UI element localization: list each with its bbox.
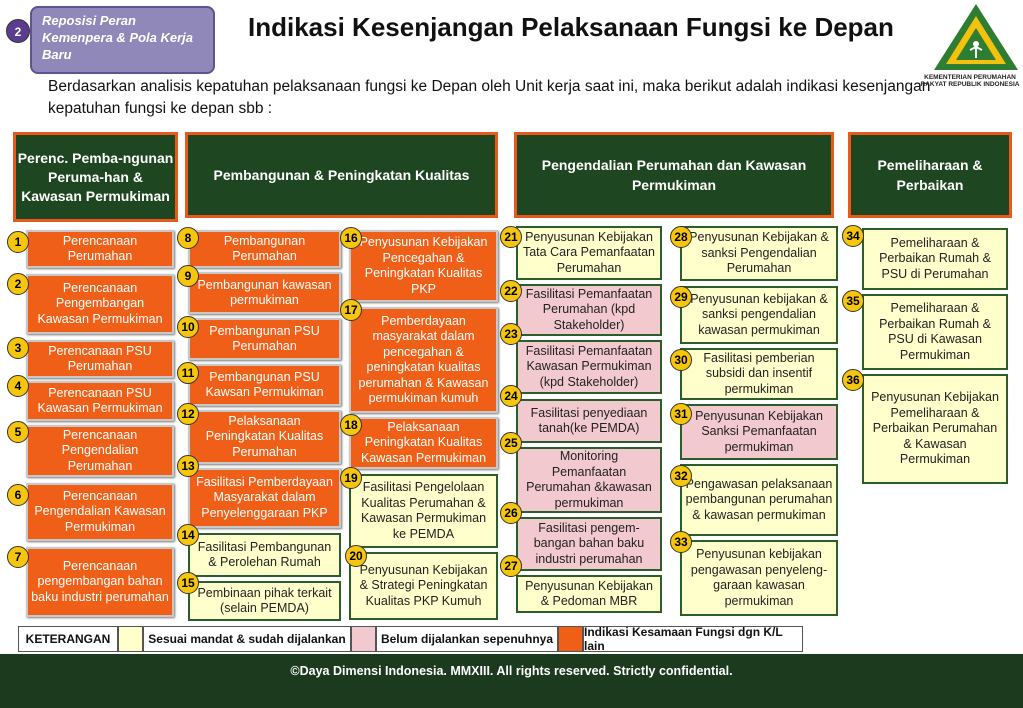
item-number: 1: [7, 231, 29, 253]
item-box: Penyusunan kebijakan & sanksi pengendali…: [680, 286, 838, 344]
item-number: 12: [177, 403, 199, 425]
item-number: 10: [177, 316, 199, 338]
item-number: 36: [842, 369, 864, 391]
section-tab: Reposisi Peran Kemenpera & Pola Kerja Ba…: [30, 6, 215, 74]
item-number: 29: [670, 286, 692, 308]
item-box: Pembangunan PSU Perumahan: [188, 318, 341, 360]
item-box: Perencanaan PSU Perumahan: [26, 340, 174, 378]
item-box: Fasilitasi pengem-bangan bahan baku indu…: [516, 517, 662, 571]
item-box: Perencanaan Perumahan: [26, 230, 174, 268]
item-number: 6: [7, 484, 29, 506]
item-number: 24: [500, 385, 522, 407]
legend-label-yellow: Sesuai mandat & sudah dijalankan: [143, 626, 351, 652]
item-number: 15: [177, 572, 199, 594]
legend-title: KETERANGAN: [18, 626, 118, 652]
item-box: Fasilitasi penyediaan tanah(ke PEMDA): [516, 399, 662, 443]
item-box: Perencanaan pengembangan bahan baku indu…: [26, 547, 174, 617]
legend-swatch-orange: [558, 626, 583, 652]
header-pembangunan: Pembangunan & Peningkatan Kualitas: [185, 132, 498, 218]
header-perencanaan: Perenc. Pemba-ngunan Peruma-han & Kawasa…: [13, 132, 178, 222]
legend-label-orange: Indikasi Kesamaan Fungsi dgn K/L lain: [583, 625, 803, 653]
item-number: 32: [670, 465, 692, 487]
item-box: Fasilitasi Pengelolaan Kualitas Perumaha…: [349, 474, 498, 548]
item-number: 27: [500, 555, 522, 577]
item-number: 23: [500, 323, 522, 345]
item-box: Fasilitasi Pembangunan & Perolehan Rumah: [188, 533, 341, 577]
item-box: Pelaksanaan Peningkatan Kualitas Kawasan…: [349, 417, 498, 469]
item-number: 3: [7, 337, 29, 359]
item-box: Monitoring Pemanfaatan Perumahan &kawasa…: [516, 447, 662, 513]
section-number-badge: 2: [6, 19, 30, 43]
item-box: Penyusunan Kebijakan & Strategi Peningka…: [349, 552, 498, 620]
item-box: Perencanaan Pengendalian Kawasan Permuki…: [26, 483, 174, 541]
legend-label-pink: Belum dijalankan sepenuhnya: [376, 626, 558, 652]
item-box: Pembangunan PSU Kawsan Permukiman: [188, 364, 341, 406]
item-number: 25: [500, 432, 522, 454]
item-box: Pembangunan Perumahan: [188, 230, 341, 268]
item-box: Perencanaan Pengembangan Kawasan Permuki…: [26, 274, 174, 334]
item-number: 2: [7, 273, 29, 295]
item-number: 5: [7, 421, 29, 443]
item-number: 31: [670, 403, 692, 425]
item-number: 33: [670, 531, 692, 553]
item-box: Penyusunan Kebijakan & Pedoman MBR: [516, 575, 662, 613]
item-number: 19: [340, 467, 362, 489]
item-box: Fasilitasi Pemberdayaan Masyarakat dalam…: [188, 468, 341, 528]
item-box: Fasilitasi pemberian subsidi dan insenti…: [680, 348, 838, 400]
header-pengendalian: Pengendalian Perumahan dan Kawasan Permu…: [514, 132, 834, 218]
item-number: 26: [500, 502, 522, 524]
item-box: Penyusunan kebijakan pengawasan penyelen…: [680, 540, 838, 616]
item-number: 14: [177, 524, 199, 546]
intro-text: Berdasarkan analisis kepatuhan pelaksana…: [48, 78, 931, 117]
item-box: Perencanaan Pengendalian Perumahan: [26, 425, 174, 477]
header-pemeliharaan: Pemeliharaan & Perbaikan: [848, 132, 1012, 218]
item-number: 13: [177, 455, 199, 477]
item-number: 8: [177, 227, 199, 249]
kemenpera-logo-icon: [934, 4, 1018, 70]
item-box: Penyusunan Kebijakan Tata Cara Pemanfaat…: [516, 226, 662, 280]
item-box: Pembangunan kawasan permukiman: [188, 272, 341, 314]
item-box: Perencanaan PSU Kawasan Permukiman: [26, 381, 174, 421]
item-number: 28: [670, 226, 692, 248]
item-box: Fasilitasi Pemanfaatan Perumahan (kpd St…: [516, 284, 662, 336]
item-box: Pembinaan pihak terkait (selain PEMDA): [188, 581, 341, 621]
item-number: 7: [7, 546, 29, 568]
logo-text: KEMENTERIAN PERUMAHAN RAKYAT REPUBLIK IN…: [920, 74, 1020, 88]
item-number: 21: [500, 226, 522, 248]
item-number: 18: [340, 414, 362, 436]
item-box: Penyusunan Kebijakan Sanksi Pemanfaatan …: [680, 404, 838, 460]
item-number: 22: [500, 280, 522, 302]
item-number: 9: [177, 265, 199, 287]
item-box: Pemeliharaan & Perbaikan Rumah & PSU di …: [862, 228, 1008, 290]
item-box: Pengawasan pelaksanaan pembangunan perum…: [680, 464, 838, 536]
legend-swatch-pink: [351, 626, 376, 652]
item-number: 4: [7, 375, 29, 397]
item-box: Penyusunan Kebijakan & sanksi Pengendali…: [680, 226, 838, 281]
item-number: 35: [842, 290, 864, 312]
item-box: Penyusunan Kebijakan Pencegahan & Pening…: [349, 230, 498, 302]
legend-swatch-yellow: [118, 626, 143, 652]
item-box: Fasilitasi Pemanfaatan Kawasan Permukima…: [516, 340, 662, 394]
item-number: 17: [340, 299, 362, 321]
item-box: Pelaksanaan Peningkatan Kualitas Perumah…: [188, 410, 341, 464]
item-box: Penyusunan Kebijakan Pemeliharaan & Perb…: [862, 374, 1008, 484]
item-box: Pemeliharaan & Perbaikan Rumah & PSU di …: [862, 294, 1008, 370]
item-number: 34: [842, 225, 864, 247]
item-box: Pemberdayaan masyarakat dalam pencegahan…: [349, 307, 498, 413]
item-number: 30: [670, 349, 692, 371]
item-number: 20: [345, 545, 367, 567]
item-number: 16: [340, 227, 362, 249]
page-title: Indikasi Kesenjangan Pelaksanaan Fungsi …: [248, 12, 894, 42]
footer: ©Daya Dimensi Indonesia. MMXIII. All rig…: [0, 654, 1023, 708]
item-number: 11: [177, 362, 199, 384]
